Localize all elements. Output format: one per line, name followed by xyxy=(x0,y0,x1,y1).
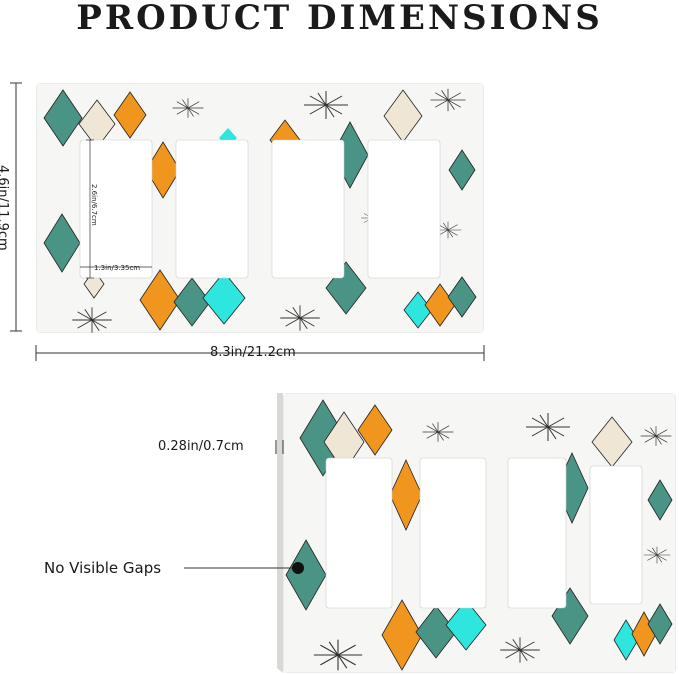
width-label: 8.3in/21.2cm xyxy=(210,345,296,360)
page-title: PRODUCT DIMENSIONS xyxy=(76,0,603,38)
opening-width-label: 1.3in/3.35cm xyxy=(94,264,141,272)
height-label: 4.6in/11.9cm xyxy=(0,165,10,251)
bottom-plate xyxy=(283,393,676,673)
top-plate xyxy=(36,83,484,333)
no-gaps-label: No Visible Gaps xyxy=(44,559,162,577)
thickness-label: 0.28in/0.7cm xyxy=(158,439,244,454)
opening-height-label: 2.6in/6.7cm xyxy=(90,184,98,226)
